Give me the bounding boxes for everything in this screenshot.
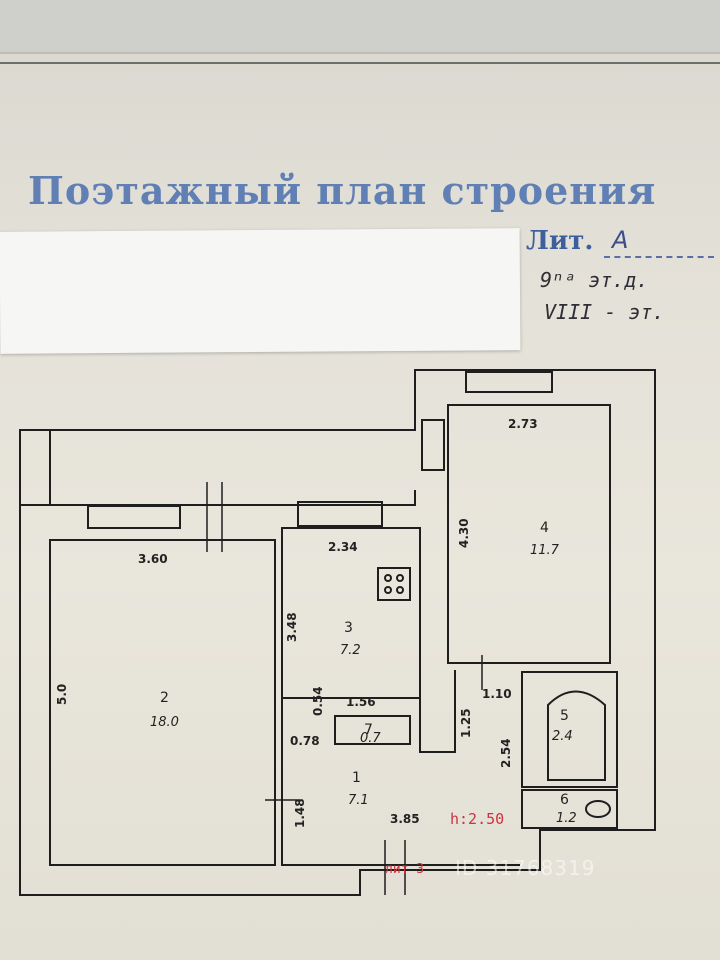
corridor-wall [419,528,456,753]
page-edge-strip [0,0,720,54]
hall-wall [281,698,520,866]
window-room-2 [87,505,181,529]
dim-room3-width: 2.34 [328,540,358,554]
toilet-icon [585,800,611,818]
window-room-3 [297,501,383,527]
dim-bath-width: 1.10 [482,687,512,701]
room-2-wall [49,539,276,866]
window-room-4 [465,371,553,393]
room-2-area: 18.0 [150,715,179,730]
loggia-wall [19,430,416,506]
floor-count-note: 9ⁿᵃ эт.д. [540,268,649,292]
bathtub-icon [547,690,606,781]
ceiling-height-note: h:2.50 [450,810,505,828]
floor-level-note: VIII - эт. [544,300,665,324]
plan-title: Поэтажный план строения [28,168,657,213]
dim-room2-length: 5.0 [55,684,69,705]
room-7-area: 0.7 [360,731,381,746]
dim-closet-depth: 0.54 [311,686,325,716]
dim-room4-length: 4.30 [457,518,471,548]
dim-room3-length: 3.48 [285,612,299,642]
room-6-wall [521,789,618,829]
floor-plan: 3.60 5.0 2.34 3.48 2.73 4.30 1.56 0.54 0… [19,369,656,896]
dim-corridor-width: 1.25 [459,708,473,738]
room-3-number: 3 [344,620,353,636]
room-7-number: 7 [364,722,373,738]
dim-bath-length: 2.54 [499,738,513,768]
header-rule [0,62,720,64]
dim-hall-depth: 1.48 [293,798,307,828]
dim-closet-small: 0.78 [290,734,320,748]
room-5-wall [521,671,618,788]
room-2-number: 2 [160,690,169,706]
room-5-number: 5 [560,708,569,724]
room-7-wall [334,715,411,745]
lit-underline [604,256,714,258]
room-5-area: 2.4 [552,729,573,744]
redaction-patch [0,228,521,354]
room-4-area: 11.7 [530,543,560,558]
room-6-number: 6 [560,792,569,808]
listing-watermark: ID 31768319 [455,856,596,880]
lit-value: A [612,226,629,254]
room-1-number: 1 [352,770,361,786]
dim-hall-width: 3.85 [390,812,420,826]
outer-wall [19,369,656,896]
room-4-number: 4 [540,520,549,536]
dim-closet-width: 1.56 [346,695,376,709]
room-3-area: 7.2 [340,643,361,658]
dim-room2-width: 3.60 [138,552,168,566]
room-6-area: 1.2 [556,811,577,826]
stove-icon [377,567,411,601]
lit-label: Лит. [526,226,594,256]
stamp-code: лит 3 [385,862,425,877]
room-4-wall [447,404,611,664]
dim-room4-width: 2.73 [508,417,538,431]
window-loggia [421,419,445,471]
room-1-area: 7.1 [348,793,369,808]
